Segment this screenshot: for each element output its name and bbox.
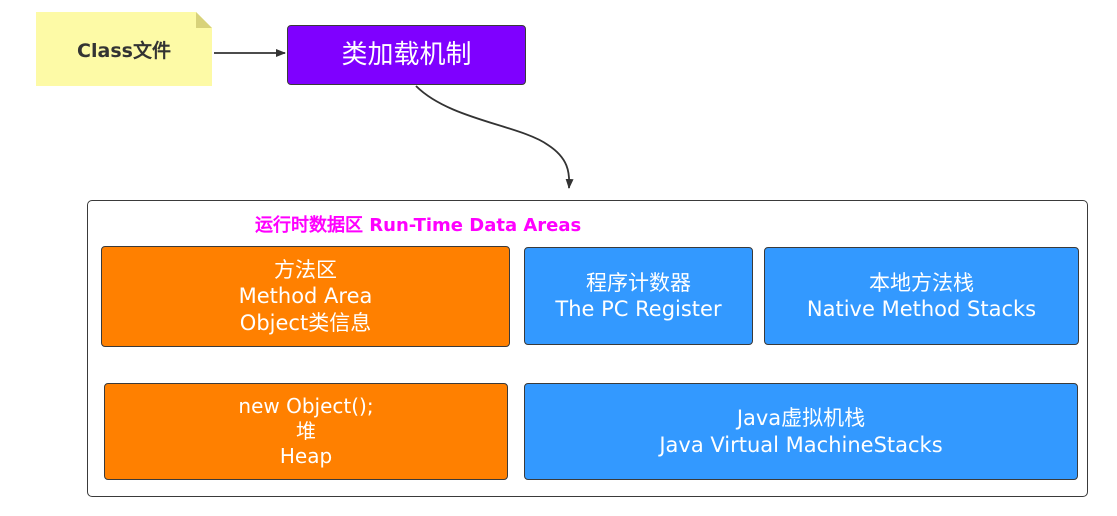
jvm-stacks-line-2: Java Virtual MachineStacks <box>659 432 943 457</box>
native-method-stacks-node[interactable]: 本地方法栈 Native Method Stacks <box>764 247 1079 345</box>
native-stacks-line-2: Native Method Stacks <box>806 297 1037 321</box>
pc-register-line-1: 程序计数器 <box>586 270 691 295</box>
note-fold-corner <box>196 12 212 28</box>
heap-line-3: Heap <box>279 444 333 468</box>
jvm-stacks-line-1: Java虚拟机栈 <box>736 406 866 431</box>
heap-node[interactable]: new Object(); 堆 Heap <box>104 383 508 480</box>
class-file-note[interactable]: Class文件 <box>36 12 212 86</box>
heap-line-1: new Object(); <box>238 394 374 418</box>
class-file-label: Class文件 <box>77 39 171 62</box>
method-area-line-1: 方法区 <box>274 258 337 283</box>
native-stacks-line-1: 本地方法栈 <box>869 270 974 295</box>
pc-register-line-2: The PC Register <box>555 297 722 321</box>
method-area-node[interactable]: 方法区 Method Area Object类信息 <box>101 246 510 347</box>
jvm-stacks-node[interactable]: Java虚拟机栈 Java Virtual MachineStacks <box>524 383 1078 480</box>
heap-line-2: 堆 <box>296 419 316 443</box>
arrow-loader-to-runtime <box>415 85 574 189</box>
class-loader-node[interactable]: 类加载机制 <box>287 25 526 85</box>
class-loader-label: 类加载机制 <box>341 39 472 70</box>
pc-register-node[interactable]: 程序计数器 The PC Register <box>524 247 753 345</box>
method-area-line-2: Method Area <box>238 284 373 309</box>
runtime-data-areas-title: 运行时数据区 Run-Time Data Areas <box>255 215 582 236</box>
method-area-line-3: Object类信息 <box>239 310 372 335</box>
